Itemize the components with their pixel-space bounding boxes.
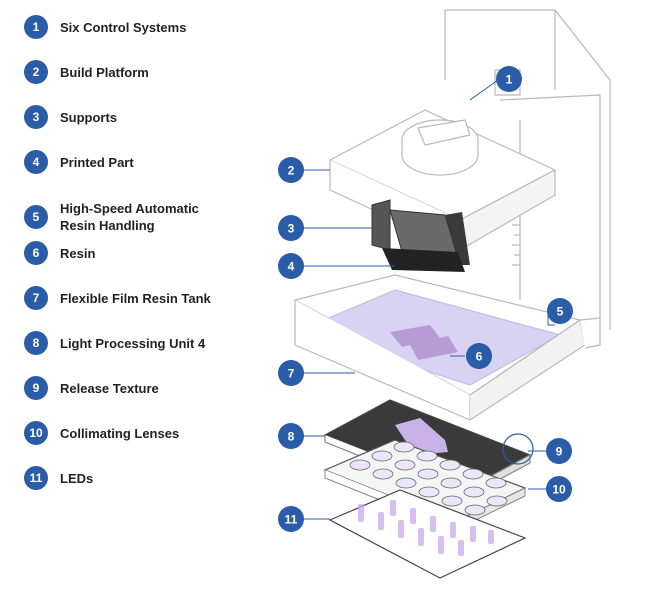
number-badge: 11 — [24, 466, 48, 490]
callout-3: 3 — [278, 215, 304, 241]
printed-part-in-resin — [390, 325, 458, 360]
number-badge: 10 — [24, 421, 48, 445]
callout-number: 11 — [285, 513, 298, 527]
legend-item: 6 Resin — [24, 241, 260, 265]
led-board — [328, 489, 527, 579]
callout-11: 11 — [278, 506, 304, 532]
legend-item: 9 Release Texture — [24, 376, 260, 400]
legend-item: 4 Printed Part — [24, 150, 260, 174]
callout-9: 9 — [546, 438, 572, 464]
legend-item: 5 High-Speed Automatic Resin Handling — [24, 200, 220, 234]
callout-number: 6 — [476, 350, 483, 364]
legend-label: Six Control Systems — [60, 19, 187, 35]
callout-7: 7 — [278, 360, 304, 386]
number-badge: 4 — [24, 150, 48, 174]
legend-label: Build Platform — [60, 64, 149, 80]
legend-label: Printed Part — [60, 154, 134, 170]
callout-10: 10 — [546, 476, 572, 502]
number-badge: 6 — [24, 241, 48, 265]
callout-number: 5 — [557, 305, 564, 319]
callout-6: 6 — [466, 343, 492, 369]
legend-label: Collimating Lenses — [60, 425, 180, 441]
callout-5: 5 — [547, 298, 573, 324]
callout-number: 9 — [556, 445, 563, 459]
callout-4: 4 — [278, 253, 304, 279]
callout-1: 1 — [496, 66, 522, 92]
callout-2: 2 — [278, 157, 304, 183]
legend: 1 Six Control Systems 2 Build Platform 3… — [0, 0, 250, 597]
callout-number: 2 — [288, 164, 295, 178]
printed-part — [382, 248, 465, 272]
legend-item: 2 Build Platform — [24, 60, 260, 84]
release-texture-highlight — [502, 433, 534, 465]
callout-number: 1 — [506, 73, 513, 87]
number-badge: 1 — [24, 15, 48, 39]
legend-label: LEDs — [60, 470, 94, 486]
number-badge: 3 — [24, 105, 48, 129]
legend-label: High-Speed Automatic Resin Handling — [60, 201, 199, 233]
number-badge: 5 — [24, 205, 48, 229]
callout-number: 8 — [288, 430, 295, 444]
number-badge: 2 — [24, 60, 48, 84]
legend-item: 3 Supports — [24, 105, 260, 129]
callout-8: 8 — [278, 423, 304, 449]
callout-number: 7 — [288, 367, 295, 381]
legend-label: Light Processing Unit 4 — [60, 335, 206, 351]
legend-item: 1 Six Control Systems — [24, 15, 260, 39]
callout-number: 10 — [552, 483, 566, 497]
legend-item: 8 Light Processing Unit 4 — [24, 331, 260, 355]
number-badge: 9 — [24, 376, 48, 400]
callout-number: 3 — [288, 222, 295, 236]
legend-label: Flexible Film Resin Tank — [60, 290, 211, 306]
legend-item: 11 LEDs — [24, 466, 260, 490]
legend-label: Release Texture — [60, 380, 159, 396]
legend-item: 7 Flexible Film Resin Tank — [24, 286, 260, 310]
build-platform — [329, 109, 556, 251]
legend-label: Supports — [60, 109, 118, 125]
legend-label: Resin — [60, 245, 96, 261]
legend-item: 10 Collimating Lenses — [24, 421, 260, 445]
number-badge: 7 — [24, 286, 48, 310]
number-badge: 8 — [24, 331, 48, 355]
callout-number: 4 — [288, 260, 295, 274]
